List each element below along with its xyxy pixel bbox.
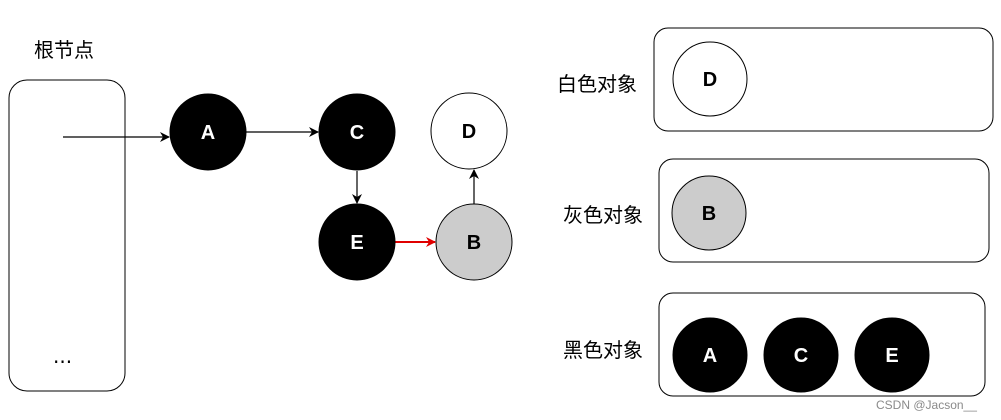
node-d-circle (430, 92, 508, 170)
legend-gray-label: 灰色对象 (563, 203, 643, 227)
legend-gray-node-b-label: B (702, 203, 716, 225)
legend-black-node-c (763, 317, 839, 393)
node-a: A (169, 93, 247, 171)
node-a-circle (169, 93, 247, 171)
node-e: E (318, 203, 396, 281)
root-title: 根节点 (34, 38, 94, 62)
legend-white-box (653, 27, 994, 132)
node-b: B (435, 203, 513, 281)
legend-gray-box (658, 158, 990, 263)
node-c-label: C (350, 122, 364, 144)
legend-gray-node-b (671, 175, 747, 251)
watermark: CSDN @Jacson__ (876, 398, 977, 412)
legend-white-label: 白色对象 (557, 72, 637, 96)
root-box (8, 79, 126, 392)
node-d-label: D (462, 121, 476, 143)
legend-black-node-c-label: C (794, 345, 808, 367)
legend-black-label: 黑色对象 (563, 338, 643, 362)
node-b-circle (435, 203, 513, 281)
legend-black-node-e-label: E (885, 345, 898, 367)
legend-white-node-d-label: D (703, 69, 717, 91)
legend-black-node-a-label: A (703, 345, 717, 367)
legend-black-node-a (672, 317, 748, 393)
node-a-label: A (201, 122, 215, 144)
node-b-label: B (467, 232, 481, 254)
node-e-label: E (350, 232, 363, 254)
node-c: C (318, 93, 396, 171)
node-c-circle (318, 93, 396, 171)
edges (63, 127, 479, 247)
node-e-circle (318, 203, 396, 281)
node-d: D (430, 92, 508, 170)
root-ellipsis: ... (53, 344, 72, 368)
legend-black-node-e (854, 317, 930, 393)
legend-white-node-d (672, 41, 748, 117)
